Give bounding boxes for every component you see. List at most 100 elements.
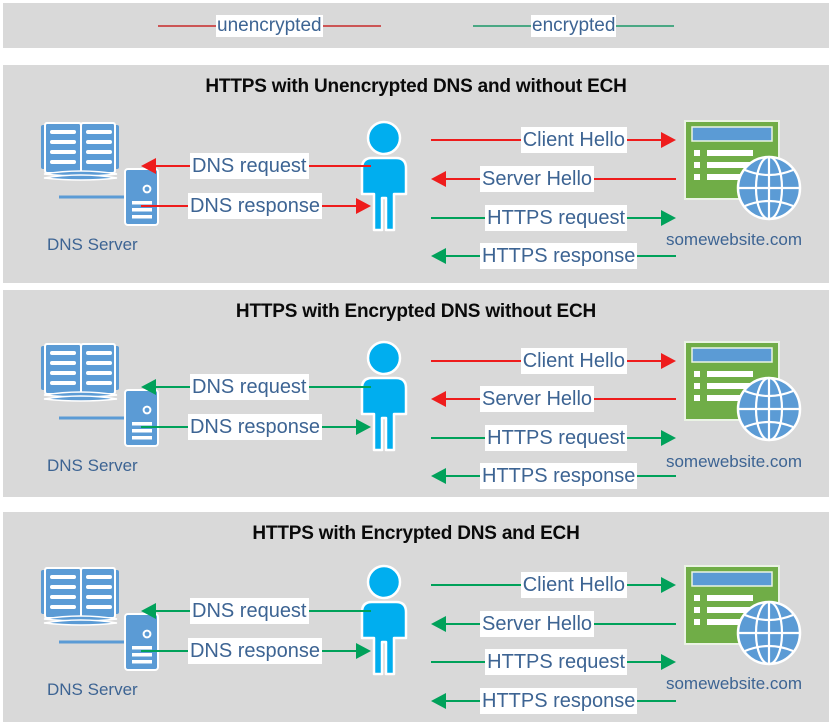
arrow-right-icon bbox=[661, 132, 676, 148]
dns-server-label: DNS Server bbox=[47, 235, 138, 254]
flow-line bbox=[594, 623, 676, 625]
arrow-left-icon bbox=[431, 693, 446, 709]
flow-line bbox=[637, 475, 676, 477]
flow-line bbox=[594, 178, 676, 180]
dns-server-label: DNS Server bbox=[47, 680, 138, 699]
flow-web-https-response: HTTPS response bbox=[431, 463, 676, 489]
flow-line bbox=[446, 178, 480, 180]
arrow-left-icon bbox=[431, 171, 446, 187]
flow-line bbox=[322, 205, 356, 207]
server-tower-icon bbox=[124, 168, 159, 226]
list-icon bbox=[694, 371, 753, 401]
flow-label-https-request: HTTPS request bbox=[485, 649, 627, 675]
arrow-right-icon bbox=[661, 577, 676, 593]
globe-icon bbox=[736, 376, 802, 442]
panel-title: HTTPS with Encrypted DNS and ECH bbox=[252, 523, 580, 544]
globe-icon bbox=[736, 155, 802, 221]
list-icon bbox=[694, 150, 753, 180]
book-icon bbox=[41, 567, 119, 626]
flow-line bbox=[431, 661, 486, 663]
flow-line bbox=[446, 398, 480, 400]
flow-label-dns-request: DNS request bbox=[190, 598, 309, 624]
arrow-right-icon bbox=[356, 643, 371, 659]
flow-label-dns-request: DNS request bbox=[190, 374, 309, 400]
website-label: somewebsite.com bbox=[665, 230, 803, 249]
website-icon bbox=[684, 341, 802, 442]
flow-dns-dns-request: DNS request bbox=[141, 153, 371, 179]
flow-line bbox=[637, 700, 676, 702]
person-icon bbox=[360, 340, 408, 452]
website-server bbox=[681, 117, 807, 227]
website-server bbox=[681, 338, 807, 448]
titlebar bbox=[691, 347, 773, 363]
flow-label-client-hello: Client Hello bbox=[520, 127, 627, 153]
titlebar bbox=[691, 126, 773, 142]
legend-line-encrypted bbox=[473, 24, 531, 27]
flow-dns-dns-response: DNS response bbox=[141, 638, 371, 664]
legend-line-unencrypted-2 bbox=[322, 24, 381, 27]
panel-title: HTTPS with Encrypted DNS without ECH bbox=[235, 301, 597, 322]
flow-line bbox=[308, 610, 371, 612]
flow-label-dns-response: DNS response bbox=[187, 193, 322, 219]
arrow-left-icon bbox=[141, 603, 156, 619]
legend-item-unencrypted: unencrypted bbox=[158, 3, 381, 48]
flow-label-server-hello: Server Hello bbox=[480, 611, 595, 637]
flow-line bbox=[322, 650, 356, 652]
flow-line bbox=[637, 255, 676, 257]
dns-server-icon bbox=[41, 567, 159, 671]
flow-line bbox=[141, 426, 188, 428]
flow-label-client-hello: Client Hello bbox=[520, 348, 627, 374]
website-icon bbox=[684, 120, 802, 221]
flow-web-https-request: HTTPS request bbox=[431, 425, 676, 451]
flow-line bbox=[446, 475, 480, 477]
panel-https-encrypted-dns-without-ech: HTTPS with Encrypted DNS without ECH DNS… bbox=[3, 290, 829, 497]
flow-label-https-request: HTTPS request bbox=[485, 425, 627, 451]
flow-line bbox=[322, 426, 356, 428]
arrow-right-icon bbox=[661, 210, 676, 226]
flow-label-https-response: HTTPS response bbox=[480, 463, 638, 489]
flow-dns-dns-response: DNS response bbox=[141, 193, 371, 219]
flow-web-client-hello: Client Hello bbox=[431, 348, 676, 374]
dns-server-icon bbox=[41, 122, 159, 226]
website-server bbox=[681, 562, 807, 672]
arrow-left-icon bbox=[141, 158, 156, 174]
flow-line bbox=[141, 650, 188, 652]
client-person bbox=[350, 564, 418, 676]
flow-web-server-hello: Server Hello bbox=[431, 166, 676, 192]
flow-line bbox=[308, 386, 371, 388]
flow-line bbox=[156, 610, 190, 612]
dns-server-group: DNS Server bbox=[33, 338, 163, 475]
titlebar bbox=[691, 571, 773, 587]
flow-web-https-response: HTTPS response bbox=[431, 243, 676, 269]
flow-label-dns-request: DNS request bbox=[190, 153, 309, 179]
flow-label-client-hello: Client Hello bbox=[520, 572, 627, 598]
arrow-right-icon bbox=[661, 430, 676, 446]
flow-line bbox=[446, 255, 480, 257]
flow-label-https-response: HTTPS response bbox=[480, 688, 638, 714]
panel-https-unencrypted-dns-without-ech: HTTPS with Unencrypted DNS and without E… bbox=[3, 65, 829, 283]
arrow-right-icon bbox=[661, 654, 676, 670]
legend-line-encrypted-2 bbox=[616, 24, 675, 27]
dns-server-group: DNS Server bbox=[33, 562, 163, 699]
server-tower-icon bbox=[124, 389, 159, 447]
list-icon bbox=[694, 595, 753, 625]
legend-line-unencrypted bbox=[158, 24, 216, 27]
flow-line bbox=[308, 165, 371, 167]
flow-web-client-hello: Client Hello bbox=[431, 572, 676, 598]
flow-dns-dns-request: DNS request bbox=[141, 598, 371, 624]
website-icon bbox=[684, 565, 802, 666]
flow-web-https-request: HTTPS request bbox=[431, 205, 676, 231]
flow-line bbox=[431, 584, 521, 586]
flow-line bbox=[627, 217, 661, 219]
flow-label-dns-response: DNS response bbox=[187, 414, 322, 440]
client-person bbox=[350, 340, 418, 452]
arrow-left-icon bbox=[431, 248, 446, 264]
flow-line bbox=[431, 217, 486, 219]
website-label: somewebsite.com bbox=[665, 674, 803, 693]
flow-web-client-hello: Client Hello bbox=[431, 127, 676, 153]
flow-label-https-request: HTTPS request bbox=[485, 205, 627, 231]
arrow-right-icon bbox=[356, 419, 371, 435]
arrow-left-icon bbox=[431, 468, 446, 484]
arrow-left-icon bbox=[431, 391, 446, 407]
